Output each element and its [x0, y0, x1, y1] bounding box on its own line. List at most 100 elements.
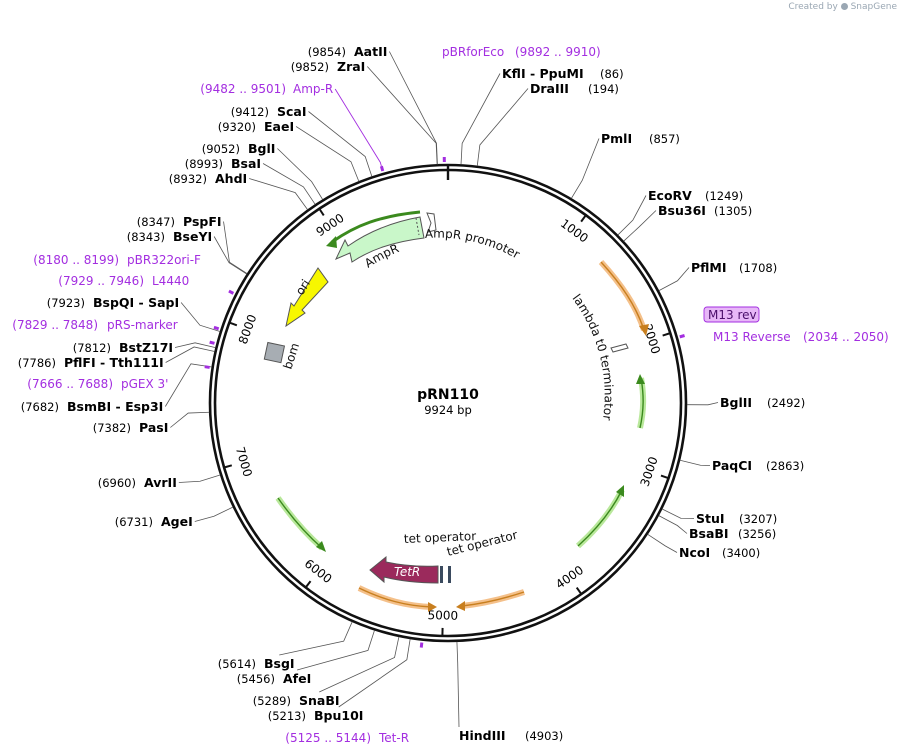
- svg-text:(9412): (9412): [231, 105, 269, 119]
- primer-l4440[interactable]: (7929 .. 7946)L4440: [58, 274, 189, 288]
- site-kfli-ppumi[interactable]: KflI - PpuMI(86): [502, 66, 624, 81]
- site-bglii[interactable]: BglII(2492): [720, 395, 805, 410]
- svg-text:(1249): (1249): [705, 189, 743, 203]
- plasmid-name: pRN110: [417, 387, 479, 403]
- tetr-feature[interactable]: [369, 555, 439, 584]
- site-draiii[interactable]: DraIII(194): [530, 81, 619, 96]
- svg-text:pGEX 3': pGEX 3': [121, 377, 168, 391]
- site-stui[interactable]: StuI(3207): [696, 511, 777, 526]
- bom-feature[interactable]: [263, 341, 286, 364]
- site-leader-line: [662, 508, 695, 519]
- site-ecorv[interactable]: EcoRV (1249): [648, 188, 743, 203]
- svg-text:EcoRV: EcoRV: [648, 188, 692, 203]
- site-bpu10i[interactable]: (5213)Bpu10I: [268, 708, 364, 723]
- svg-text:(8993): (8993): [185, 157, 223, 171]
- primer-amp-r[interactable]: (9482 .. 9501) Amp-R: [200, 82, 333, 96]
- site-leader-line: [262, 163, 316, 205]
- site-eaei[interactable]: (9320)EaeI: [218, 119, 294, 134]
- svg-text:(6960): (6960): [98, 476, 136, 490]
- site-snabi[interactable]: (5289)SnaBI: [253, 693, 340, 708]
- svg-text:AvrII: AvrII: [144, 475, 177, 490]
- svg-text:(3256): (3256): [738, 527, 776, 541]
- site-agei[interactable]: (6731)AgeI: [115, 514, 193, 529]
- svg-text:(7382): (7382): [93, 421, 131, 435]
- orange-arc-3-line: [358, 587, 433, 608]
- primer-leader-line: [334, 88, 382, 167]
- site-paqci[interactable]: PaqCI(2863): [712, 458, 804, 473]
- svg-text:StuI: StuI: [696, 511, 725, 526]
- left-site-labels: (9854)AatII (9852)ZraI (9412)ScaI (9320)…: [18, 44, 388, 723]
- credit-prefix: Created by: [788, 2, 838, 12]
- svg-text:BsgI: BsgI: [264, 656, 295, 671]
- site-leader-line: [647, 534, 678, 553]
- site-afei[interactable]: (5456) AfeI: [237, 671, 312, 686]
- svg-text:(5456): (5456): [237, 672, 275, 686]
- svg-text:PflFI - Tth111I: PflFI - Tth111I: [64, 355, 164, 370]
- tick-label: 4000: [553, 563, 586, 592]
- site-bsai[interactable]: (8993)BsaI: [185, 156, 261, 171]
- ampr-feature[interactable]: [334, 216, 425, 263]
- site-leader-line: [338, 638, 411, 708]
- feature-label-lambda-terminator: lambda t0 terminator: [570, 291, 616, 421]
- svg-text:(8347): (8347): [137, 215, 175, 229]
- svg-text:AfeI: AfeI: [283, 671, 311, 686]
- orange-arc-3[interactable]: [357, 585, 433, 610]
- feature-label-tetr: TetR: [394, 565, 420, 579]
- primer-m13-reverse[interactable]: M13 rev M13 Reverse (2034 .. 2050): [703, 306, 889, 344]
- tick-mark: [660, 474, 669, 480]
- site-leader-line: [170, 411, 210, 428]
- site-bstz17i[interactable]: (7812)BstZ17I: [73, 340, 173, 355]
- primer-tet-r[interactable]: (5125 .. 5144)Tet-R: [285, 731, 409, 745]
- site-avrii[interactable]: (6960) AvrII: [98, 475, 177, 490]
- orange-arc-3-head: [428, 602, 437, 612]
- site-ncoi[interactable]: NcoI(3400): [679, 545, 760, 560]
- site-bsu36i[interactable]: Bsu36I(1305): [658, 203, 752, 218]
- site-pflfi-tth111i[interactable]: (7786)PflFI - Tth111I: [18, 355, 164, 370]
- svg-text:(9482 .. 9501): (9482 .. 9501): [200, 82, 286, 96]
- svg-text:Amp-R: Amp-R: [293, 82, 333, 96]
- lambda-terminator-feature[interactable]: [610, 343, 629, 353]
- primer-binding-marker: [228, 289, 235, 295]
- site-bsabi[interactable]: BsaBI(3256): [689, 526, 776, 541]
- site-bspqi-sapi[interactable]: (7923)BspQI - SapI: [47, 295, 179, 310]
- site-pmli[interactable]: PmlI(857): [601, 131, 680, 146]
- site-leader-lines: [165, 51, 719, 728]
- svg-text:PaqCI: PaqCI: [712, 458, 752, 473]
- primer-prs-marker[interactable]: (7829 .. 7848)pRS-marker: [12, 318, 177, 332]
- site-bsmbi-esp3i[interactable]: (7682)BsmBI - Esp3I: [21, 399, 164, 414]
- site-bseyi[interactable]: (8343)BseYI: [127, 229, 212, 244]
- primer-pbr322ori-f[interactable]: (8180 .. 8199)pBR322ori-F: [33, 253, 201, 267]
- site-pspfi[interactable]: (8347)PspFI: [137, 214, 222, 229]
- site-leader-line: [686, 402, 719, 406]
- primer-markers: [204, 88, 685, 648]
- orange-arc-1[interactable]: [598, 259, 647, 331]
- svg-text:AgeI: AgeI: [161, 514, 193, 529]
- tet-operator-2[interactable]: [448, 566, 451, 583]
- ori-feature[interactable]: [285, 267, 329, 328]
- site-scai[interactable]: (9412)ScaI: [231, 104, 307, 119]
- primer-pgex-3[interactable]: (7666 .. 7688)pGEX 3': [27, 377, 168, 391]
- feature-label-ampr-promoter: AmpR promoter: [424, 226, 522, 261]
- tet-operator-1[interactable]: [440, 566, 443, 583]
- green-arc-3[interactable]: [275, 496, 324, 551]
- svg-text:(194): (194): [588, 82, 619, 96]
- orange-arc-2[interactable]: [461, 589, 525, 609]
- green-arc-2[interactable]: [575, 488, 625, 549]
- tick-label: 8000: [236, 313, 260, 347]
- site-leader-line: [476, 88, 529, 166]
- site-ahdi[interactable]: (8932)AhdI: [169, 171, 247, 186]
- svg-text:NcoI: NcoI: [679, 545, 710, 560]
- plasmid-length: 9924 bp: [424, 403, 472, 417]
- ampr-promoter-feature[interactable]: [426, 212, 437, 233]
- site-hindiii[interactable]: HindIII(4903): [459, 728, 563, 743]
- site-zrai[interactable]: (9852)ZraI: [291, 59, 366, 74]
- primer-binding-marker: [679, 334, 685, 339]
- site-leader-line: [194, 506, 234, 522]
- site-pflmi[interactable]: PflMI(1708): [691, 260, 777, 275]
- site-bgli[interactable]: (9052)BglI: [202, 141, 276, 156]
- ampr-arrow-outer[interactable]: [331, 210, 421, 244]
- site-bsgi[interactable]: (5614)BsgI: [218, 656, 295, 671]
- site-aatii[interactable]: (9854)AatII: [308, 44, 388, 59]
- primer-pbrforeco[interactable]: pBRforEco(9892 .. 9910): [442, 45, 601, 59]
- site-pasi[interactable]: (7382)PasI: [93, 420, 169, 435]
